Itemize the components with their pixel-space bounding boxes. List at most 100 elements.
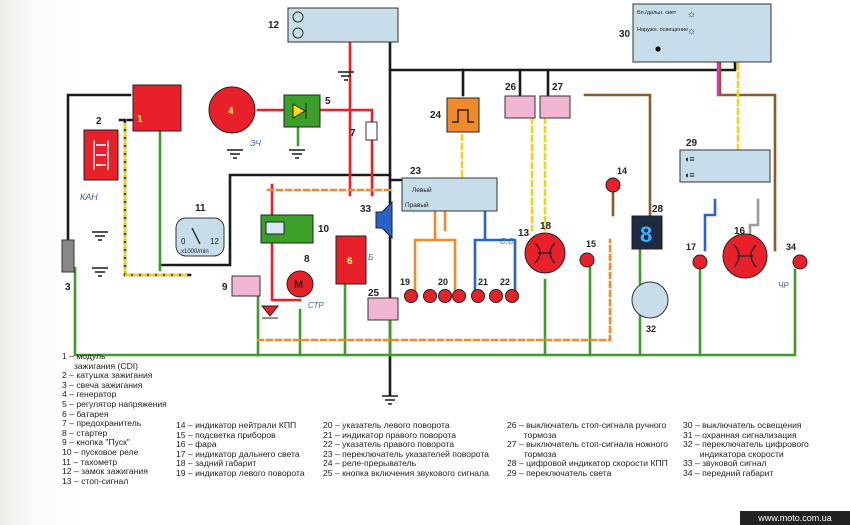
label-13: 13 — [518, 228, 530, 239]
legend-item: 31 – охранная сигнализация — [683, 429, 797, 440]
turn-switch-left: Левый — [412, 186, 432, 194]
fuse — [365, 121, 378, 141]
label-34: 34 — [786, 242, 796, 252]
label-26: 26 — [505, 82, 517, 93]
left-turn-indicator — [404, 289, 418, 303]
legend-item: 24 – реле-прерыватель — [323, 458, 417, 469]
label-11: 11 — [195, 203, 206, 214]
turn-lamps — [404, 289, 519, 303]
diode-icon-2 — [260, 305, 280, 319]
legend-item: 15 – подсветка приборов — [176, 429, 276, 440]
label-22: 22 — [500, 277, 510, 287]
left-turn-lamp-2 — [438, 289, 452, 303]
label-9: 9 — [222, 282, 228, 293]
label-23: 23 — [410, 166, 422, 177]
ground-6 — [92, 267, 108, 277]
right-turn-lamp-1 — [489, 289, 503, 303]
legend-item: 11 – тахометр — [62, 456, 118, 467]
tachometer — [175, 217, 225, 257]
legend-item: 14 – индикатор нейтрали КПП — [176, 420, 297, 430]
legend-item: 2 – катушка зажигания — [62, 370, 153, 381]
label-12: 12 — [268, 20, 280, 31]
label-10: 10 — [318, 224, 330, 235]
high-beam-indicator — [692, 254, 708, 270]
ignition-switch[interactable] — [287, 7, 399, 43]
light-switch-label-mid: Наружн. освещение — [637, 27, 688, 33]
front-marker — [792, 254, 808, 270]
coil-icon — [93, 140, 109, 170]
label-5: 5 — [325, 96, 331, 107]
hand-brake-switch[interactable] — [504, 95, 536, 119]
legend-item: 33 – звуковой сигнал — [683, 458, 767, 469]
right-turn-indicator — [471, 289, 485, 303]
ground-2 — [227, 149, 243, 159]
legend-item: 22 – указатель правого поворота — [323, 439, 455, 450]
spark-plug — [61, 239, 75, 273]
ground-symbols — [92, 71, 398, 405]
ground-3 — [289, 149, 305, 159]
label-2: 2 — [96, 116, 102, 127]
ground-4 — [92, 231, 108, 241]
filament-icon — [534, 242, 556, 264]
sun-icon-2: ☼ — [687, 26, 696, 37]
sun-icon-1: ☼ — [687, 9, 696, 20]
legend-item: 6 – батарея — [62, 408, 109, 419]
legend-item: 18 – задний габарит — [176, 458, 257, 469]
label-24: 24 — [430, 110, 442, 121]
legend-col-5: 30 – выключатель освещения 31 – охранная… — [683, 420, 809, 479]
horn-button[interactable] — [367, 297, 399, 321]
light-switch-label-top: Бл./дальн. свет — [637, 10, 677, 16]
foot-brake-switch[interactable] — [539, 95, 571, 119]
neutral-indicator — [605, 177, 621, 193]
wire-dash-black-yellow-b — [123, 118, 192, 277]
legend-item: 29 – переключатель света — [507, 467, 612, 478]
legend-item: индикатора скорости — [683, 448, 784, 459]
label-15: 15 — [586, 239, 596, 249]
left-turn-lamp-3 — [452, 289, 466, 303]
diode-icon — [292, 103, 307, 119]
legend-item: тормоза — [507, 448, 557, 459]
legend-col-1: 1 – модуль зажигания (CDI) 2 – катушка з… — [62, 351, 167, 486]
label-1: 1 — [137, 114, 143, 125]
flasher-relay — [446, 97, 480, 133]
voltage-regulator — [283, 94, 321, 128]
light-selector[interactable] — [679, 149, 771, 183]
horn — [375, 200, 393, 240]
instrument-light — [579, 252, 595, 268]
start-button[interactable] — [231, 275, 261, 297]
legend-item: 21 – индикатор правого поворота — [323, 429, 457, 440]
legend-item: 20 – указатель левого поворота — [323, 420, 450, 430]
gear-indicator-digit: 8 — [640, 222, 652, 247]
tacho-needle-icon — [191, 227, 201, 245]
handwritten-6: ЧР — [778, 281, 789, 290]
label-16: 16 — [734, 226, 746, 237]
gear-sensor — [631, 281, 669, 319]
handwritten-1: КАН — [80, 192, 98, 202]
label-27: 27 — [552, 82, 564, 93]
wire-red-2 — [318, 108, 374, 197]
label-33: 33 — [360, 204, 372, 215]
legend-item: 23 – переключатель указателей поворота — [323, 448, 489, 459]
handwritten-4: СТР — [308, 301, 324, 310]
label-25: 25 — [368, 288, 380, 299]
tacho-scale-end: 12 — [210, 237, 219, 246]
motor-label: M — [294, 279, 303, 291]
handwritten-2: ЭЧ — [250, 139, 262, 148]
wire-dash-yellow-2 — [256, 188, 612, 342]
label-28: 28 — [652, 204, 664, 215]
wire-black-cdi — [66, 93, 132, 242]
headlight-icon-low: ◖≡ — [684, 170, 695, 180]
label-6: 6 — [347, 256, 353, 267]
light-switch[interactable] — [632, 3, 772, 63]
wire-brown-2 — [718, 53, 777, 252]
label-21: 21 — [478, 277, 488, 287]
legend-item: 12 – замок зажигания — [62, 466, 148, 477]
label-30: 30 — [619, 29, 631, 40]
turn-signal-switch[interactable] — [401, 177, 498, 212]
label-19: 19 — [400, 277, 410, 287]
wire-dash-yellow-1 — [460, 53, 740, 232]
legend-item: 8 – стартер — [62, 427, 108, 438]
legend-col-2: 14 – индикатор нейтрали КПП 15 – подсвет… — [176, 420, 305, 479]
handwritten-5: С.С — [500, 237, 514, 246]
